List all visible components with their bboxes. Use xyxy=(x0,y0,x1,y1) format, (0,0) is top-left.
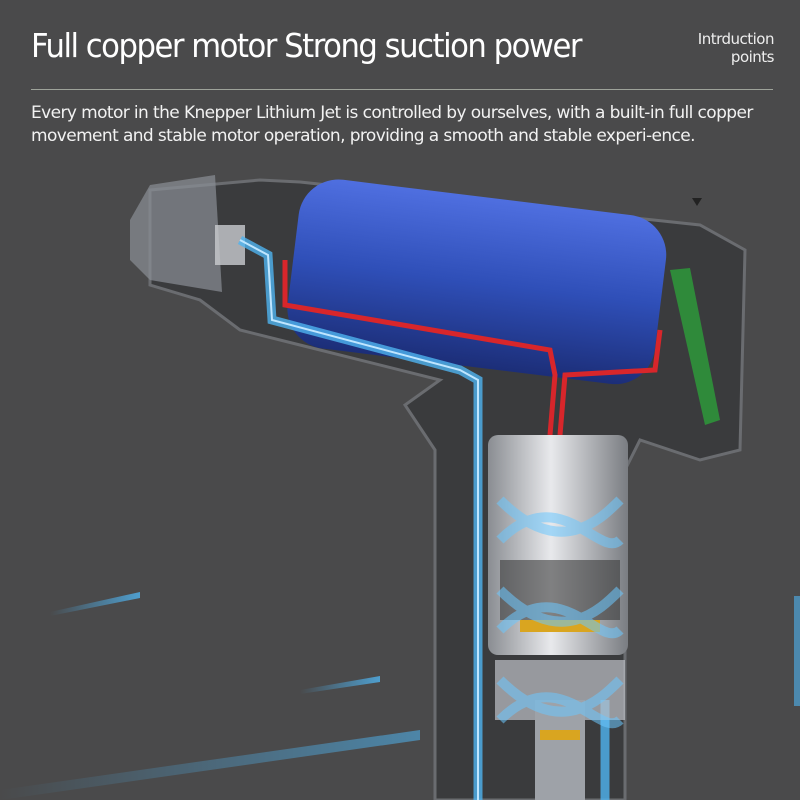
indicator-icon xyxy=(692,198,702,206)
page-title: Full copper motor Strong suction power xyxy=(31,26,583,65)
light-streaks xyxy=(0,592,800,800)
divider xyxy=(31,89,773,90)
airflow-swirl xyxy=(496,496,624,729)
description-text: Every motor in the Knepper Lithium Jet i… xyxy=(31,103,753,146)
intro-line-1: Intrduction xyxy=(697,30,775,48)
battery xyxy=(287,179,667,385)
wire-red xyxy=(282,260,663,436)
intro-line-2: points xyxy=(730,48,775,66)
intro-points-label: Intrduction points xyxy=(697,30,775,66)
nozzle xyxy=(130,175,222,292)
pcb-board xyxy=(670,268,720,425)
